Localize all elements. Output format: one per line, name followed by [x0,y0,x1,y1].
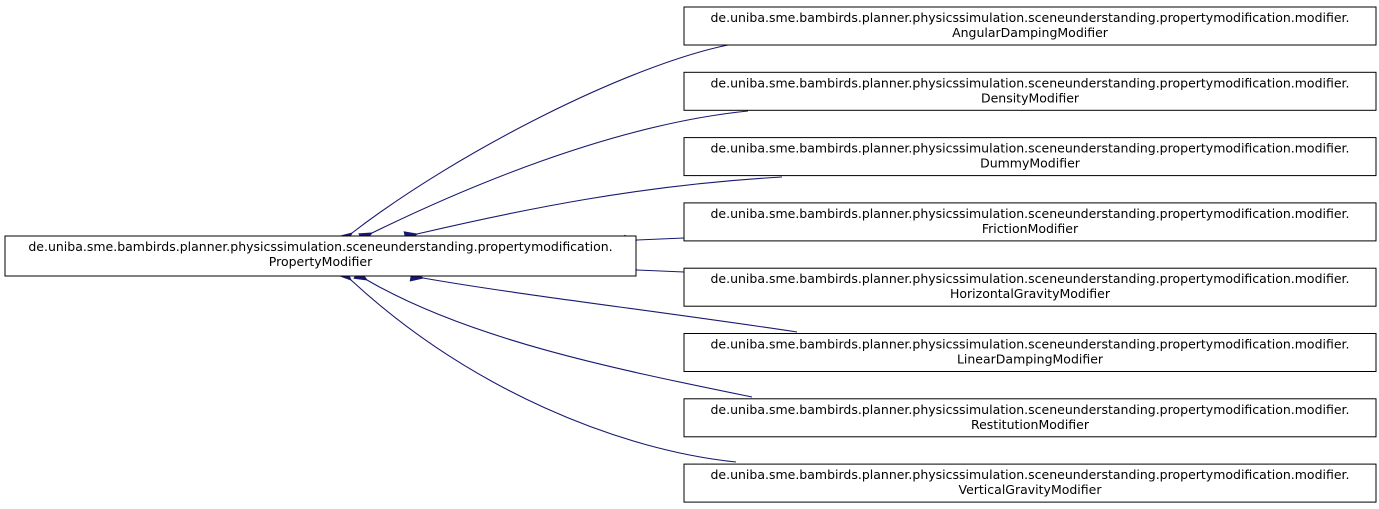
subclass-package-label: de.uniba.sme.bambirds.planner.physicssim… [710,10,1349,25]
subclass-package-label: de.uniba.sme.bambirds.planner.physicssim… [710,271,1349,286]
subclass-package-label: de.uniba.sme.bambirds.planner.physicssim… [710,467,1349,482]
subclass-box [683,202,1377,242]
subclass-box [683,71,1377,111]
inheritance-edges [351,44,798,463]
subclass-name-label: FrictionModifier [982,221,1079,236]
subclass-box [683,137,1377,177]
subclass-name-label: RestitutionModifier [971,417,1090,432]
subclass-nodes: de.uniba.sme.bambirds.planner.physicssim… [683,6,1377,503]
inheritance-edge [417,176,783,234]
subclass-node[interactable]: de.uniba.sme.bambirds.planner.physicssim… [683,6,1377,46]
inheritance-edge [637,238,685,240]
subclass-name-label: DummyModifier [980,156,1081,171]
inheritance-edge [367,280,753,398]
base-class-name-label: PropertyModifier [269,254,373,269]
inheritance-edge [351,280,737,463]
subclass-box [683,267,1377,307]
subclass-node[interactable]: de.uniba.sme.bambirds.planner.physicssim… [683,202,1377,242]
inheritance-edge [352,44,729,233]
subclass-node[interactable]: de.uniba.sme.bambirds.planner.physicssim… [683,71,1377,111]
subclass-package-label: de.uniba.sme.bambirds.planner.physicssim… [710,75,1349,90]
base-class-package-label: de.uniba.sme.bambirds.planner.physicssim… [28,239,612,254]
inheritance-edge [637,270,685,272]
subclass-node[interactable]: de.uniba.sme.bambirds.planner.physicssim… [683,267,1377,307]
base-class-node[interactable]: de.uniba.sme.bambirds.planner.physicssim… [4,235,637,277]
subclass-node[interactable]: de.uniba.sme.bambirds.planner.physicssim… [683,333,1377,372]
subclass-package-label: de.uniba.sme.bambirds.planner.physicssim… [710,206,1349,221]
subclass-node[interactable]: de.uniba.sme.bambirds.planner.physicssim… [683,463,1377,503]
subclass-box [683,6,1377,46]
subclass-node[interactable]: de.uniba.sme.bambirds.planner.physicssim… [683,398,1377,438]
subclass-name-label: AngularDampingModifier [952,25,1109,40]
subclass-name-label: HorizontalGravityModifier [950,286,1111,301]
inheritance-edge [423,278,798,333]
inheritance-edge [372,110,749,233]
subclass-box [683,463,1377,503]
subclass-node[interactable]: de.uniba.sme.bambirds.planner.physicssim… [683,137,1377,177]
subclass-name-label: VerticalGravityModifier [959,482,1103,497]
subclass-package-label: de.uniba.sme.bambirds.planner.physicssim… [710,402,1349,417]
subclass-package-label: de.uniba.sme.bambirds.planner.physicssim… [710,337,1349,352]
subclass-name-label: DensityModifier [981,90,1080,105]
subclass-name-label: LinearDampingModifier [957,352,1104,367]
subclass-box [683,333,1377,372]
subclass-box [683,398,1377,438]
subclass-package-label: de.uniba.sme.bambirds.planner.physicssim… [710,141,1349,156]
